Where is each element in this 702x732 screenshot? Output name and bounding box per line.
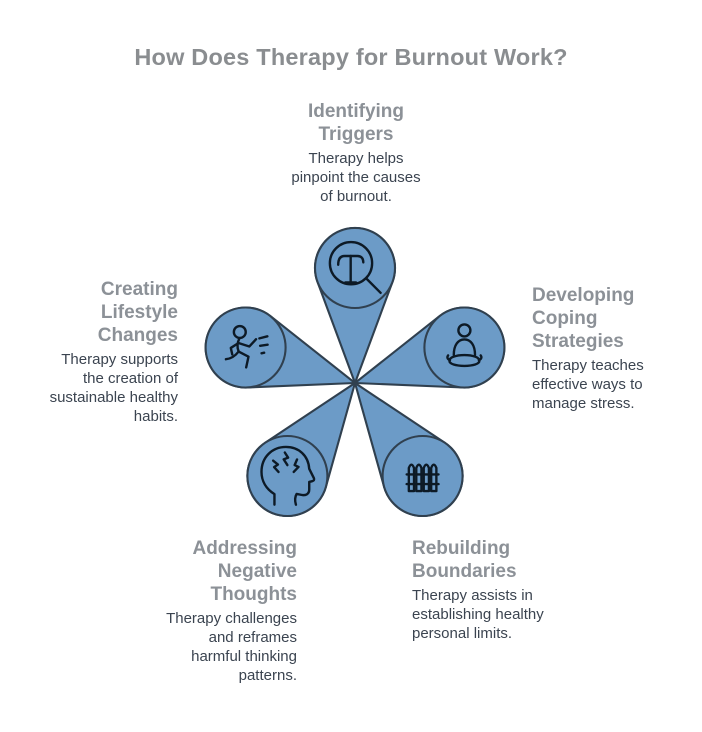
item-heading: Rebuilding Boundaries	[412, 538, 517, 582]
node-identifying-triggers	[313, 226, 397, 310]
item-addressing-negative-thoughts: Addressing Negative Thoughts Therapy cha…	[145, 537, 297, 685]
node-creating-lifestyle-changes	[204, 306, 287, 389]
item-heading: Identifying Triggers	[307, 101, 405, 145]
node-developing-coping-strategies	[423, 306, 506, 389]
item-identifying-triggers: Identifying Triggers Therapy helps pinpo…	[256, 100, 456, 206]
item-heading: Creating Lifestyle Changes	[97, 279, 178, 346]
petal-developing-coping-strategies	[352, 306, 506, 389]
item-description: Therapy challenges and reframes harmful …	[166, 610, 297, 684]
item-description: Therapy helps pinpoint the causes of bur…	[291, 150, 421, 205]
item-heading: Addressing Negative Thoughts	[192, 538, 297, 605]
item-description: Therapy supports the creation of sustain…	[49, 351, 178, 425]
meditating-person-icon	[446, 323, 483, 368]
head-lightning-icon	[260, 445, 316, 506]
item-heading: Developing Coping Strategies	[532, 285, 635, 352]
item-creating-lifestyle-changes: Creating Lifestyle Changes Therapy suppo…	[28, 278, 178, 426]
item-description: Therapy assists in establishing healthy …	[412, 587, 544, 642]
magnifying-glass-text-icon	[328, 240, 382, 295]
item-description: Therapy teaches effective ways to manage…	[532, 357, 644, 412]
page-title: How Does Therapy for Burnout Work?	[134, 44, 568, 70]
petal-addressing-negative-thoughts	[246, 380, 357, 518]
picket-fence-icon	[405, 463, 440, 493]
petal-rebuilding-boundaries	[353, 380, 464, 518]
running-person-icon	[224, 324, 269, 369]
item-developing-coping-strategies: Developing Coping Strategies Therapy tea…	[532, 284, 694, 413]
item-rebuilding-boundaries: Rebuilding Boundaries Therapy assists in…	[412, 537, 590, 643]
